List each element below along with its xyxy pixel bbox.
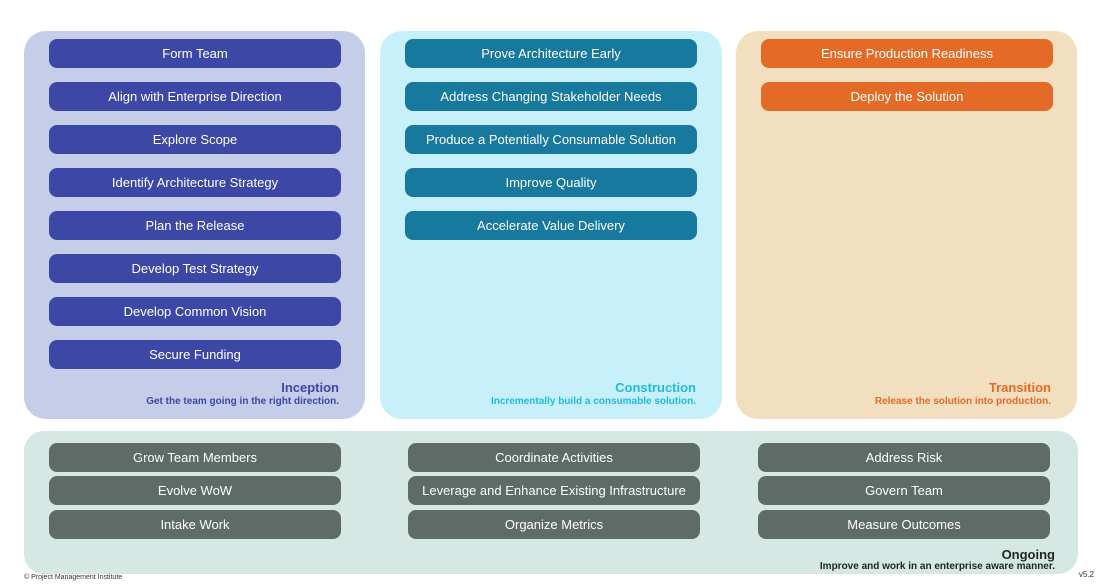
ongoing-subtitle: Improve and work in an enterprise aware … [819, 561, 1055, 572]
goal-address-changing-stakeholder-needs: Address Changing Stakeholder Needs [405, 82, 697, 111]
goal-intake-work: Intake Work [49, 510, 341, 539]
transition-phase: Ensure Production Readiness Deploy the S… [736, 31, 1077, 419]
goal-accelerate-value-delivery: Accelerate Value Delivery [405, 211, 697, 240]
construction-subtitle: Incrementally build a consumable solutio… [490, 396, 696, 407]
goal-coordinate-activities: Coordinate Activities [408, 443, 700, 472]
goal-grow-team-members: Grow Team Members [49, 443, 341, 472]
goal-improve-quality: Improve Quality [405, 168, 697, 197]
inception-phase: Form Team Align with Enterprise Directio… [24, 31, 365, 419]
goal-explore-scope: Explore Scope [49, 125, 341, 154]
goal-organize-metrics: Organize Metrics [408, 510, 700, 539]
construction-title: Construction [615, 380, 696, 395]
version-label: v5.2 [1078, 570, 1094, 579]
ongoing-title: Ongoing [1001, 547, 1055, 562]
goal-govern-team: Govern Team [758, 476, 1050, 505]
inception-title: Inception [281, 380, 339, 395]
goal-identify-architecture-strategy: Identify Architecture Strategy [49, 168, 341, 197]
goal-prove-architecture-early: Prove Architecture Early [405, 39, 697, 68]
goal-align-enterprise-direction: Align with Enterprise Direction [49, 82, 341, 111]
goal-produce-consumable-solution: Produce a Potentially Consumable Solutio… [405, 125, 697, 154]
transition-title: Transition [988, 380, 1051, 395]
goal-measure-outcomes: Measure Outcomes [758, 510, 1050, 539]
goal-plan-release: Plan the Release [49, 211, 341, 240]
goal-develop-test-strategy: Develop Test Strategy [49, 254, 341, 283]
goal-ensure-production-readiness: Ensure Production Readiness [761, 39, 1053, 68]
goal-address-risk: Address Risk [758, 443, 1050, 472]
goal-form-team: Form Team [49, 39, 341, 68]
goal-deploy-solution: Deploy the Solution [761, 82, 1053, 111]
copyright-notice: © Project Management Institute [24, 574, 123, 581]
transition-subtitle: Release the solution into production. [874, 396, 1051, 407]
inception-subtitle: Get the team going in the right directio… [146, 396, 339, 407]
construction-phase: Prove Architecture Early Address Changin… [380, 31, 722, 419]
goal-evolve-wow: Evolve WoW [49, 476, 341, 505]
ongoing-panel: Grow Team Members Evolve WoW Intake Work… [24, 431, 1078, 574]
goal-develop-common-vision: Develop Common Vision [49, 297, 341, 326]
goal-secure-funding: Secure Funding [49, 340, 341, 369]
goal-leverage-existing-infrastructure: Leverage and Enhance Existing Infrastruc… [408, 476, 700, 505]
